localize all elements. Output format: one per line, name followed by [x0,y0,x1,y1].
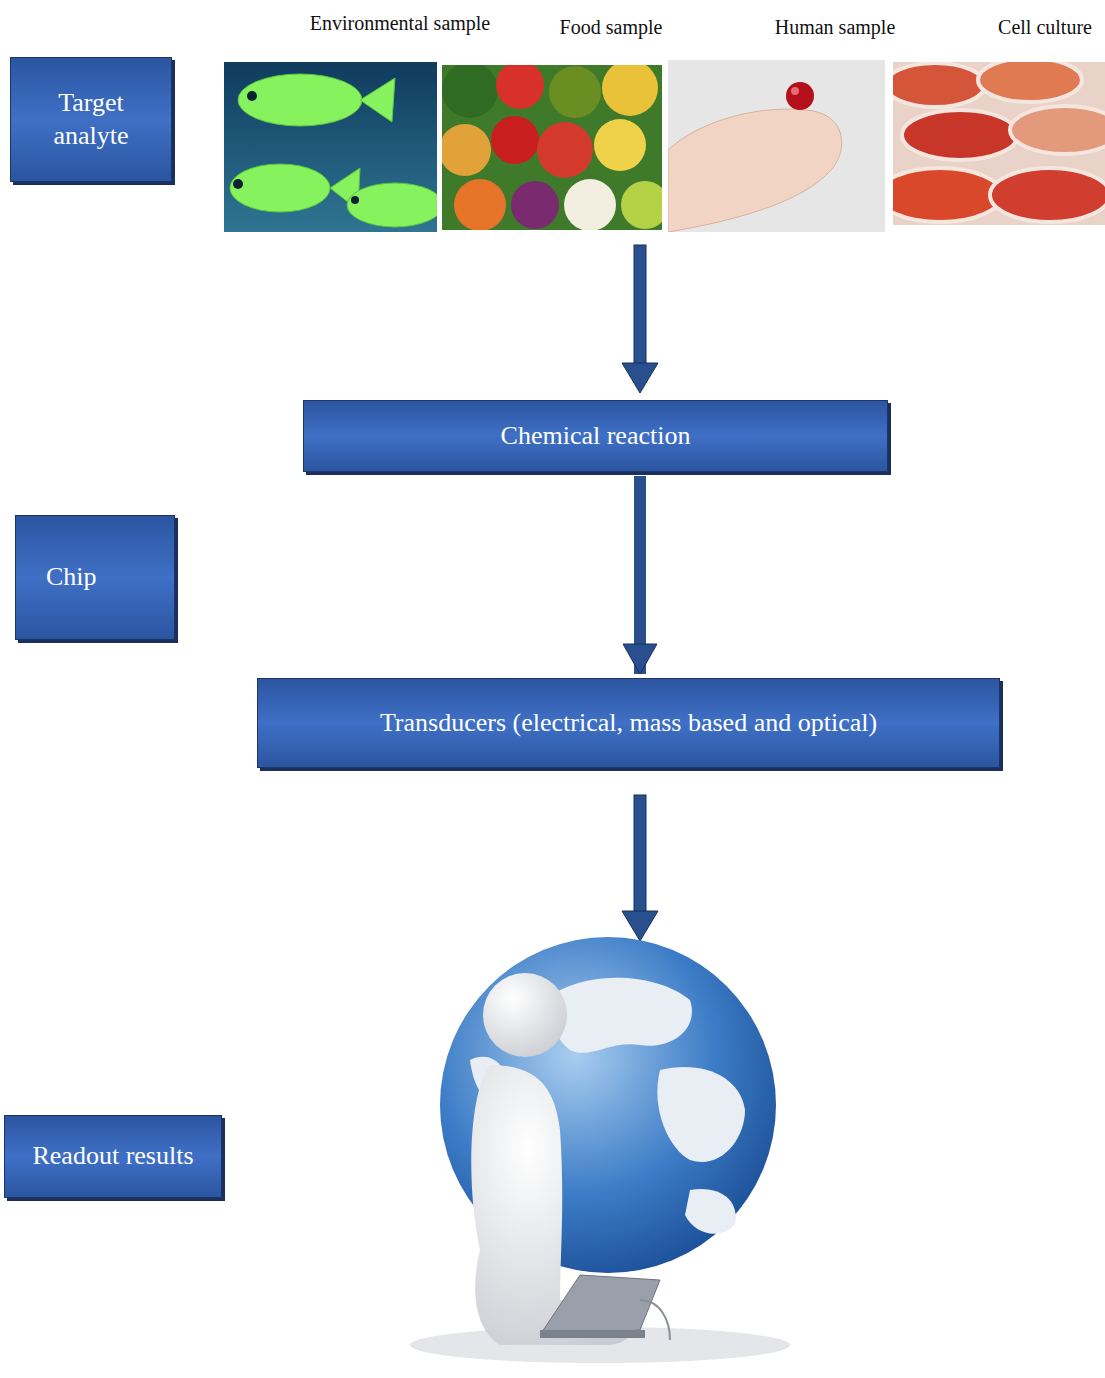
flow-arrow [622,795,658,941]
box-text: Readout results [32,1140,193,1173]
vegetables-photo [442,65,662,230]
process-box: Chemical reaction [303,400,888,472]
fish-photo [224,62,437,232]
box-text: Chip [46,561,97,594]
box-text: Chemical reaction [501,420,691,453]
chip-box: Chip [15,515,175,640]
flow-arrow [634,476,646,674]
sample-label: Cell culture [998,16,1092,39]
flow-arrow [622,245,658,393]
readout-box: Readout results [4,1115,222,1198]
sample-label: Human sample [775,16,896,39]
box-text: Target analyte [23,87,159,152]
process-box: Transducers (electrical, mass based and … [257,678,1000,768]
petri-dish-photo [893,62,1105,225]
analyte-box: Target analyte [10,57,172,182]
finger-photo [668,60,885,232]
globe-illustration [410,937,790,1363]
sample-label: Food sample [560,16,663,39]
box-text: Transducers (electrical, mass based and … [380,707,877,740]
sample-label: Environmental sample [310,12,491,35]
